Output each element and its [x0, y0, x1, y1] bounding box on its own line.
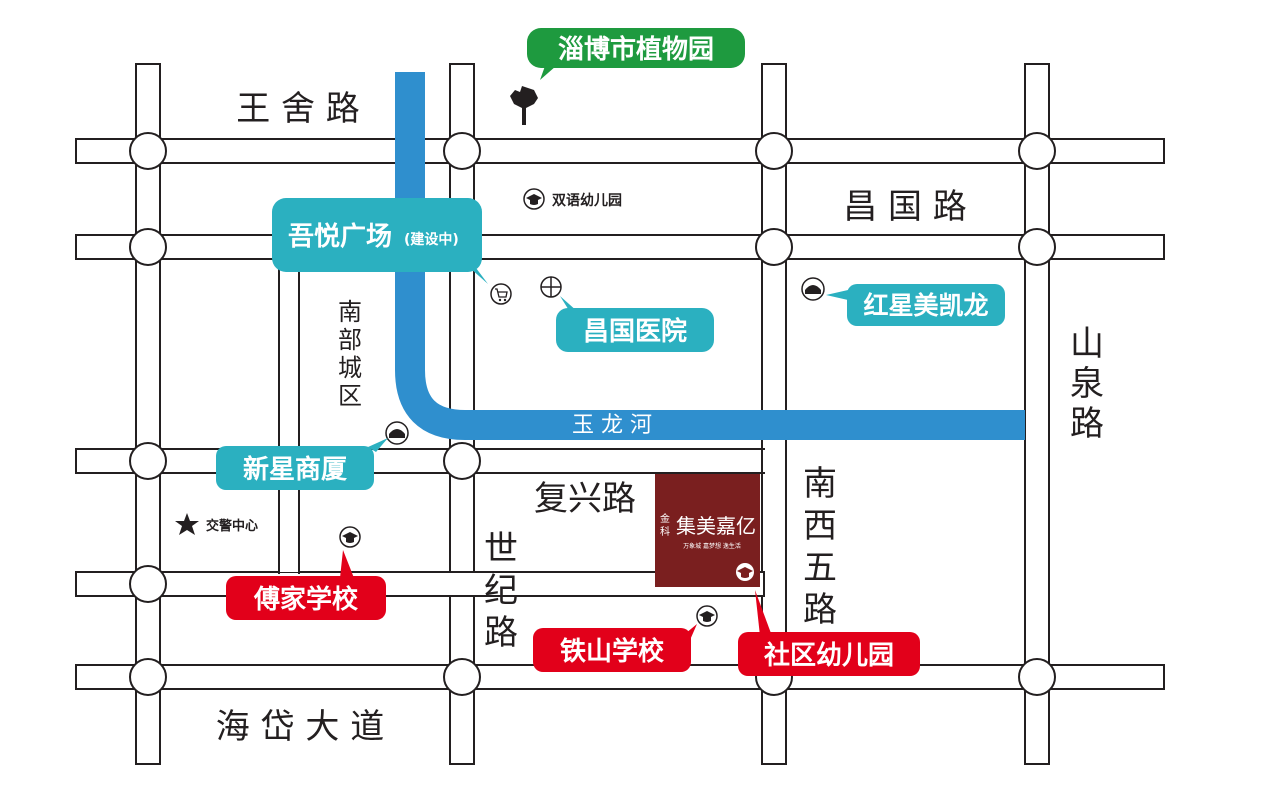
poi-label-botanical: 淄博市植物园 — [558, 34, 714, 65]
svg-text:山: 山 — [1070, 324, 1104, 364]
road-label-wangshe: 王 舍 路 — [236, 89, 360, 129]
svg-text:南: 南 — [338, 298, 362, 326]
star-icon — [175, 513, 199, 535]
school-cap-icon — [736, 563, 754, 581]
poi-note-wuyue: (建设中) — [404, 231, 459, 248]
road-label-fuxing: 复兴路 — [534, 479, 636, 519]
road-label-shanquan: 山 泉 路 — [1070, 324, 1104, 444]
poi-redstar-macalline[interactable]: 红星美凯龙 — [801, 277, 1005, 326]
yulong-river: 玉 龙 河 — [395, 72, 1025, 440]
svg-text:路: 路 — [484, 613, 518, 653]
project-name: 集美嘉亿 — [676, 514, 756, 538]
poi-label-hospital: 昌国医院 — [583, 316, 687, 347]
poi-label-xinxing: 新星商厦 — [243, 454, 347, 485]
hospital-cross-icon — [540, 276, 562, 298]
poi-changguo-hospital[interactable]: 昌国医院 — [540, 276, 714, 352]
svg-text:世: 世 — [484, 529, 518, 569]
svg-text:泉: 泉 — [1070, 364, 1104, 404]
svg-text:路: 路 — [1070, 404, 1104, 444]
road-label-haidai: 海 岱 大 道 — [216, 707, 384, 747]
road-label-changguo: 昌 国 路 — [843, 187, 967, 227]
project-prefix-bottom: 科 — [660, 525, 670, 538]
school-cap-icon — [696, 605, 718, 627]
poi-tieshan-school[interactable]: 铁山学校 — [533, 605, 718, 672]
mall-icon — [801, 277, 825, 301]
road-label-shiji: 世 纪 路 — [484, 529, 518, 653]
project-slogan: 万象城 嘉梦想 逸生活 — [683, 542, 741, 550]
svg-text:南: 南 — [803, 464, 837, 504]
poi-fujia-school[interactable]: 傅家学校 — [226, 526, 386, 620]
road-label-nanbuchengqu: 南 部 城 区 — [338, 298, 362, 410]
poi-xinxing-building[interactable]: 新星商厦 — [216, 421, 409, 490]
svg-text:五: 五 — [803, 548, 837, 588]
poi-label-fujia: 傅家学校 — [253, 584, 359, 615]
school-cap-icon — [339, 526, 361, 548]
poi-label-traffic-police: 交警中心 — [206, 518, 258, 534]
poi-label-bilingual: 双语幼儿园 — [552, 192, 622, 209]
poi-bilingual-kindergarten[interactable]: 双语幼儿园 — [523, 188, 622, 210]
poi-label-redstar: 红星美凯龙 — [863, 291, 988, 320]
river-label: 玉 龙 河 — [572, 413, 652, 438]
svg-text:城: 城 — [338, 354, 362, 382]
poi-label-community-kg: 社区幼儿园 — [764, 640, 894, 671]
poi-label-wuyue: 吾悦广场 — [288, 221, 392, 252]
project-prefix-top: 金 — [660, 512, 670, 525]
school-cap-icon — [523, 188, 545, 210]
road-label-nanxiwu: 南 西 五 路 — [803, 464, 837, 630]
shopping-cart-icon — [490, 283, 512, 305]
poi-botanical-garden[interactable]: 淄博市植物园 — [510, 28, 745, 125]
poi-community-kindergarten[interactable]: 社区幼儿园 — [738, 590, 920, 676]
svg-text:纪: 纪 — [484, 571, 518, 611]
project-jimeijiayi[interactable]: 金 科 集美嘉亿 万象城 嘉梦想 逸生活 — [655, 474, 760, 587]
poi-traffic-police[interactable]: 交警中心 — [175, 513, 258, 535]
svg-text:西: 西 — [803, 506, 837, 546]
svg-text:区: 区 — [338, 382, 362, 410]
svg-text:路: 路 — [803, 590, 837, 630]
mall-icon — [385, 421, 409, 445]
svg-text:部: 部 — [338, 326, 362, 354]
poi-label-tieshan: 铁山学校 — [560, 636, 665, 667]
tree-icon — [510, 86, 538, 125]
poi-wuyue-plaza[interactable]: 吾悦广场 (建设中) — [272, 198, 512, 305]
